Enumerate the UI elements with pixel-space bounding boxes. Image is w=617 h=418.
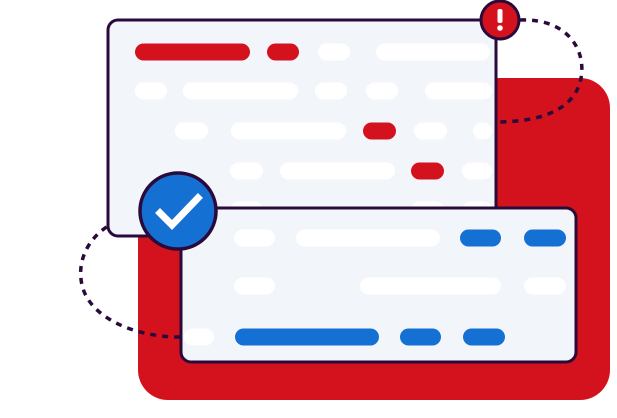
placeholder-pill <box>366 82 398 100</box>
exclamation-icon <box>497 9 503 31</box>
placeholder-pill <box>473 122 492 140</box>
highlight-pill <box>524 229 566 247</box>
dashed-connector-alert <box>495 18 584 124</box>
placeholder-pill <box>234 229 275 247</box>
success-badge <box>138 171 218 251</box>
highlight-pill <box>235 328 379 346</box>
placeholder-pill <box>280 162 395 180</box>
placeholder-pill <box>318 43 350 61</box>
placeholder-pill <box>376 43 490 61</box>
highlight-pill <box>267 43 299 61</box>
placeholder-pill <box>135 82 167 100</box>
placeholder-pill <box>462 162 492 180</box>
highlight-pill <box>363 122 396 140</box>
highlight-pill <box>411 162 444 180</box>
dashed-connector-check <box>79 212 183 339</box>
placeholder-pill <box>230 162 263 180</box>
placeholder-pill <box>183 82 298 100</box>
placeholder-pill <box>234 277 275 295</box>
highlight-pill <box>463 328 505 346</box>
alert-badge <box>479 0 521 41</box>
front-window <box>179 206 578 364</box>
highlight-pill <box>400 328 441 346</box>
checkmark-icon <box>155 193 203 230</box>
placeholder-pill <box>315 82 347 100</box>
placeholder-pill <box>414 122 447 140</box>
placeholder-pill <box>175 122 208 140</box>
placeholder-pill <box>425 82 492 100</box>
highlight-pill <box>135 43 250 61</box>
highlight-pill <box>460 229 501 247</box>
placeholder-pill <box>231 122 346 140</box>
placeholder-pill <box>296 229 440 247</box>
placeholder-pill <box>360 277 501 295</box>
placeholder-pill <box>524 277 566 295</box>
placeholder-pill <box>184 328 214 346</box>
